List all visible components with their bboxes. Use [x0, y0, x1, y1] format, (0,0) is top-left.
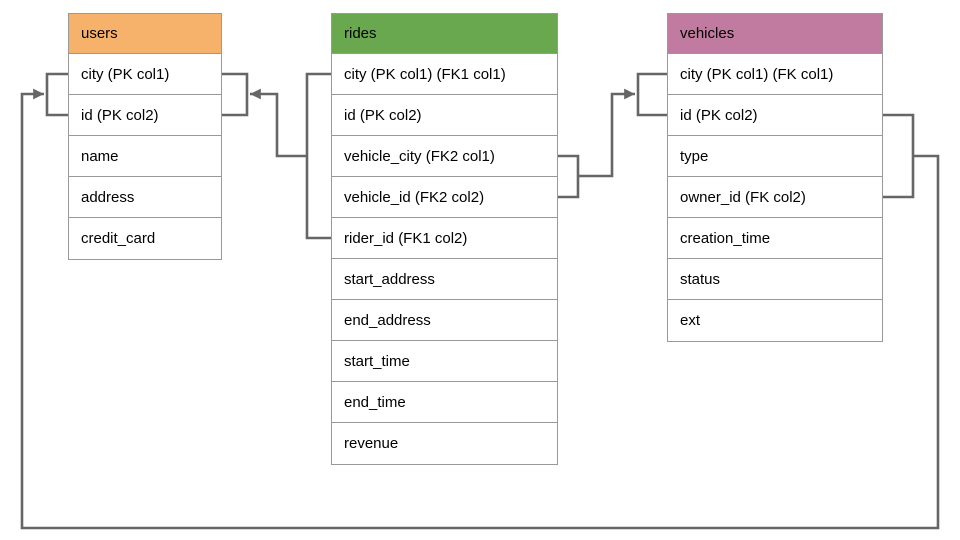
row-rides-end-address: end_address	[332, 300, 557, 341]
rides-left-bracket	[305, 72, 331, 240]
table-users-header: users	[69, 14, 221, 54]
row-vehicles-creation-time: creation_time	[668, 218, 882, 259]
table-users: users city (PK col1) id (PK col2) name a…	[68, 13, 222, 260]
users-left-bracket	[45, 72, 68, 117]
table-vehicles: vehicles city (PK col1) (FK col1) id (PK…	[667, 13, 883, 342]
row-vehicles-ext: ext	[668, 300, 882, 341]
row-rides-start-time: start_time	[332, 341, 557, 382]
connector-rides-to-vehicles	[558, 72, 668, 199]
row-users-name: name	[69, 136, 221, 177]
row-rides-revenue: revenue	[332, 423, 557, 464]
table-vehicles-title: vehicles	[680, 25, 735, 42]
rides-right-bracket	[558, 154, 580, 199]
connector-vehicles-to-users	[20, 72, 940, 530]
row-users-city: city (PK col1)	[69, 54, 221, 95]
connector-rides-to-users	[222, 72, 331, 240]
fk2-elbow-arrow	[578, 88, 635, 178]
row-rides-vehicle-id: vehicle_id (FK2 col2)	[332, 177, 557, 218]
table-rides-title: rides	[344, 25, 377, 42]
table-vehicles-header: vehicles	[668, 14, 882, 54]
row-rides-city: city (PK col1) (FK1 col1)	[332, 54, 557, 95]
row-users-id: id (PK col2)	[69, 95, 221, 136]
row-rides-start-address: start_address	[332, 259, 557, 300]
row-users-credit-card: credit_card	[69, 218, 221, 259]
row-rides-id: id (PK col2)	[332, 95, 557, 136]
table-users-title: users	[81, 25, 118, 42]
row-vehicles-city: city (PK col1) (FK col1)	[668, 54, 882, 95]
vehicles-left-bracket	[636, 72, 668, 117]
table-rides-header: rides	[332, 14, 557, 54]
vehicles-right-bracket	[883, 113, 915, 199]
row-rides-vehicle-city: vehicle_city (FK2 col1)	[332, 136, 557, 177]
row-vehicles-status: status	[668, 259, 882, 300]
fk-long-elbow-arrow	[20, 88, 940, 530]
users-right-bracket	[222, 72, 249, 117]
row-users-address: address	[69, 177, 221, 218]
row-vehicles-id: id (PK col2)	[668, 95, 882, 136]
fk1-elbow-arrow	[250, 88, 307, 158]
table-rides: rides city (PK col1) (FK1 col1) id (PK c…	[331, 13, 558, 465]
row-rides-rider-id: rider_id (FK1 col2)	[332, 218, 557, 259]
row-vehicles-type: type	[668, 136, 882, 177]
row-rides-end-time: end_time	[332, 382, 557, 423]
row-vehicles-owner-id: owner_id (FK col2)	[668, 177, 882, 218]
